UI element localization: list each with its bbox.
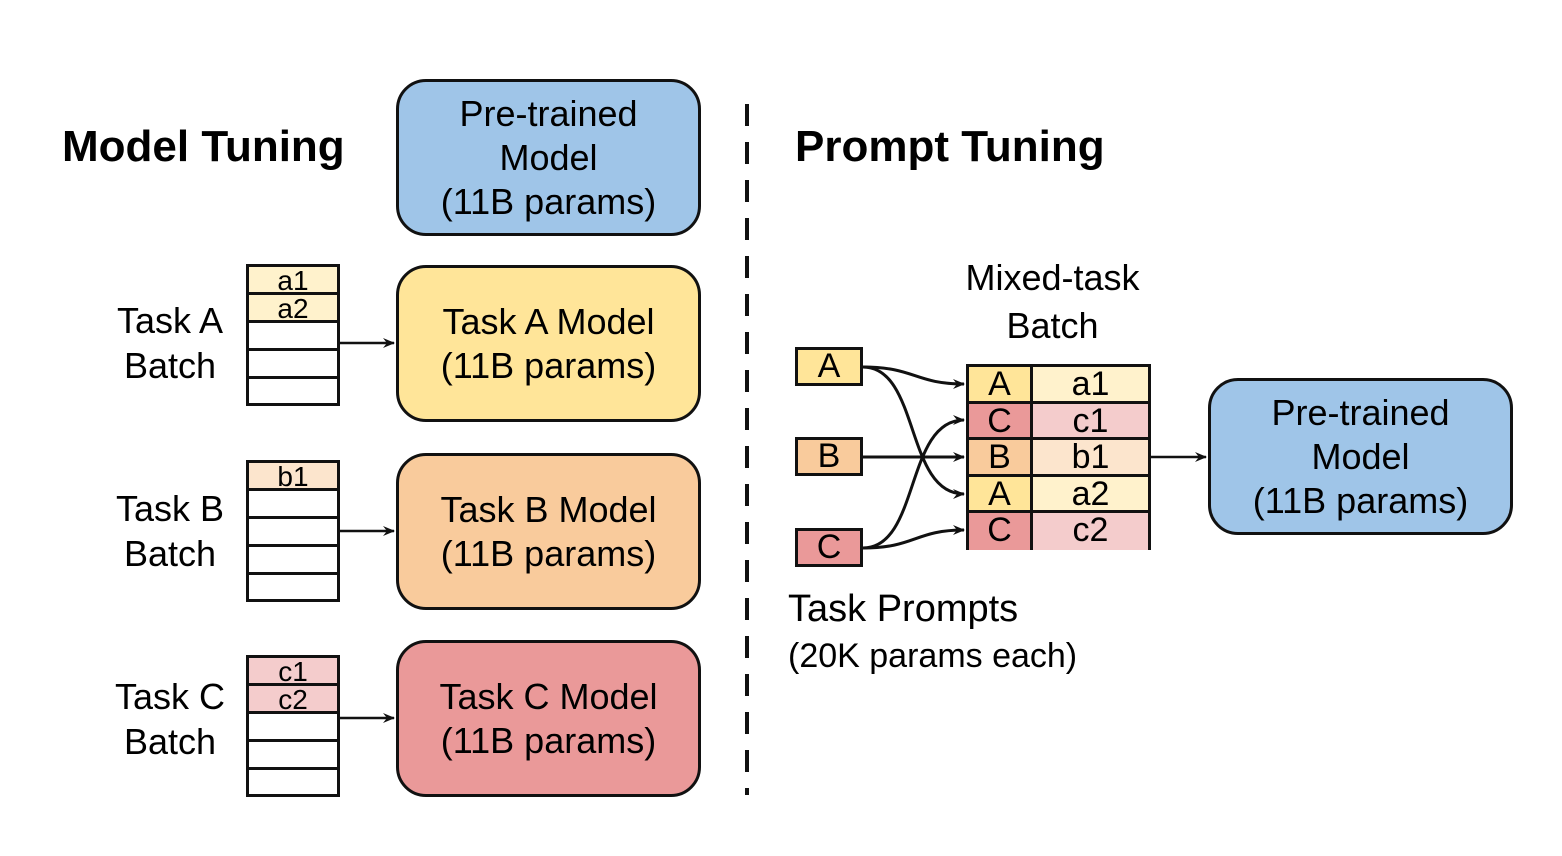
model-line: Task B Model [440,488,657,530]
label-line: Batch [1006,305,1099,346]
task-b-batch: b1 [246,460,340,602]
model-line: Task C Model [439,675,658,717]
batch-cell: c2 [249,686,337,714]
pretrained-model-box-right: Pre-trained Model (11B params) [1208,378,1513,535]
task-prompt-c: C [795,528,863,567]
task-prompts-label: Task Prompts (20K params each) [788,586,1077,680]
label-line: (20K params each) [788,637,1078,675]
arrow-prompt-a-to-row1 [862,365,965,389]
task-a-batch: a1 a2 [246,264,340,406]
batch-cell [249,742,337,770]
pretrained-line: Pre-trained [459,92,638,134]
arrow-prompt-c-to-row5 [862,525,965,550]
row-example: c2 [1033,513,1148,550]
model-line: (11B params) [440,532,657,574]
task-label-line: Task B [115,488,225,529]
label-line: Task Prompts [788,588,1019,630]
task-label-line: Batch [123,345,217,386]
task-c-model-box: Task C Model (11B params) [396,640,701,797]
batch-cell [249,519,337,547]
row-prompt-key: A [969,476,1033,511]
row-prompt-key: B [969,440,1033,474]
pretrained-line: (11B params) [1252,479,1469,521]
label-line: Mixed-task [965,257,1140,298]
batch-cell [249,351,337,379]
batch-cell: b1 [249,463,337,491]
task-b-batch-label: Task B Batch [105,486,235,576]
row-example: c1 [1033,403,1148,437]
mixed-task-batch-label: Mixed-task Batch [940,254,1165,350]
task-b-model-box: Task B Model (11B params) [396,453,701,610]
task-c-batch-label: Task C Batch [105,674,235,764]
arrow-prompt-c-to-row2 [862,415,965,550]
model-tuning-title: Model Tuning [62,122,345,171]
row-example: b1 [1033,440,1148,474]
task-prompt-a: A [795,347,863,386]
arrow-prompt-a-to-row4 [862,365,965,499]
task-prompt-b: B [795,437,863,476]
batch-cell [249,491,337,519]
task-a-batch-label: Task A Batch [105,298,235,388]
row-prompt-key: A [969,367,1033,401]
model-line: (11B params) [440,344,657,386]
task-label-line: Batch [123,721,217,762]
row-prompt-key: C [969,513,1033,550]
row-example: a2 [1033,476,1148,511]
pretrained-model-box-left: Pre-trained Model (11B params) [396,79,701,236]
batch-cell: a1 [249,267,337,295]
pretrained-line: Pre-trained [1271,391,1450,433]
pretrained-line: Model [1311,435,1410,477]
task-label-line: Task A [116,300,224,341]
batch-cell [249,547,337,575]
task-label-line: Task C [114,676,226,717]
task-label-line: Batch [123,533,217,574]
model-line: Task A Model [442,300,655,342]
row-example: a1 [1033,367,1148,401]
pretrained-line: Model [499,136,598,178]
batch-cell [249,323,337,351]
batch-cell [249,714,337,742]
prompt-tuning-title: Prompt Tuning [795,122,1105,171]
task-a-model-box: Task A Model (11B params) [396,265,701,422]
batch-cell: c1 [249,658,337,686]
row-prompt-key: C [969,403,1033,437]
batch-cell: a2 [249,295,337,323]
task-c-batch: c1 c2 [246,655,340,797]
model-line: (11B params) [440,719,657,761]
pretrained-line: (11B params) [440,180,657,222]
